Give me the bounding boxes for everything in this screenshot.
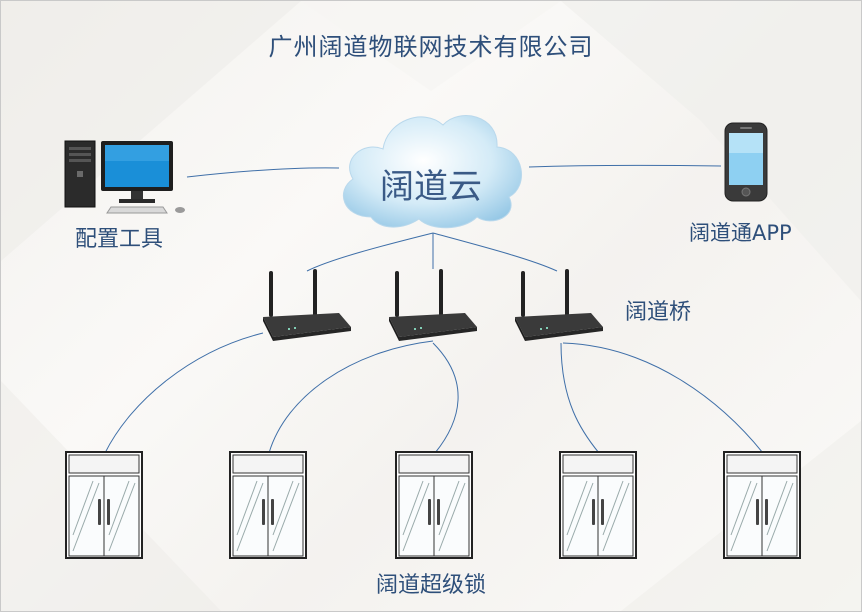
lock-label: 阔道超级锁 <box>375 573 486 598</box>
link-cloud-app <box>528 164 722 168</box>
app-label: 阔道通APP <box>689 221 792 245</box>
link-cloud-bridge-1 <box>306 232 434 272</box>
wifi-router-icon <box>263 269 351 341</box>
desktop-computer-icon <box>64 140 185 214</box>
link-config-cloud <box>186 167 340 178</box>
link-bridge-lock-5 <box>562 342 764 454</box>
wifi-router-icon <box>515 269 603 341</box>
link-cloud-bridge-3 <box>432 232 558 272</box>
config-tool-label: 配置工具 <box>75 227 164 252</box>
glass-door-icon <box>65 451 143 559</box>
smartphone-icon <box>724 122 768 202</box>
glass-door-icon <box>229 451 307 559</box>
glass-door-icon <box>395 451 473 559</box>
link-bridge-lock-4 <box>560 342 600 454</box>
bridge-label: 阔道桥 <box>625 300 692 325</box>
cloud-label: 阔道云 <box>380 167 482 207</box>
cloud-icon <box>342 115 522 229</box>
diagram-title: 广州阔道物联网技术有限公司 <box>268 33 594 61</box>
link-bridge-lock-2 <box>268 340 434 454</box>
link-bridge-lock-1 <box>104 332 264 454</box>
glass-door-icon <box>559 451 637 559</box>
link-bridge-lock-3 <box>432 342 459 454</box>
glass-door-icon <box>723 451 801 559</box>
wifi-router-icon <box>389 269 477 341</box>
